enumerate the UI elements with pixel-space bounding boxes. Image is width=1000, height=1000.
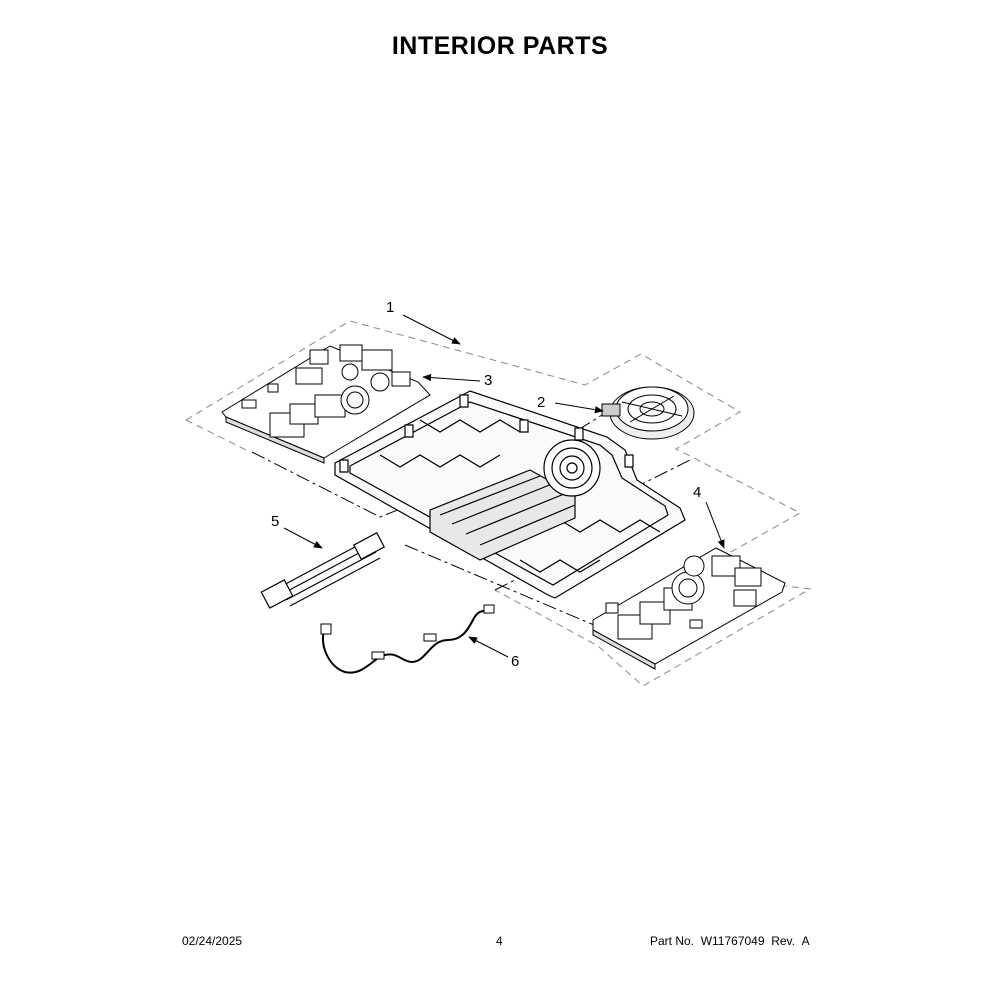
callout-label-1: 1 [386, 299, 395, 316]
callout-arrow-2 [555, 403, 604, 414]
part-6-wire-harness [321, 605, 494, 673]
footer-date: 02/24/2025 [182, 934, 243, 948]
callout-arrow-6 [468, 637, 508, 657]
callout-arrow-5 [284, 528, 323, 548]
part-1-base-frame [335, 391, 685, 598]
callout-label-6: 6 [511, 653, 520, 670]
callout-arrow-3 [422, 373, 480, 381]
callout-label-4: 4 [693, 484, 702, 501]
callout-label-2: 2 [537, 394, 546, 411]
phantom-outline [186, 321, 810, 686]
footer-part-number: Part No. W11767049 Rev. A [650, 934, 810, 948]
footer-page-number: 4 [496, 934, 503, 948]
part-2-induction-coil [602, 387, 694, 439]
part-3-control-board-left [222, 345, 430, 463]
callout-arrows [284, 315, 724, 657]
page-title: INTERIOR PARTS [391, 32, 609, 60]
footer-part-value: W11767049 [700, 934, 765, 948]
callout-arrow-1 [403, 315, 461, 344]
footer-rev-value: A [801, 934, 810, 948]
callout-label-3: 3 [484, 372, 493, 389]
callout-label-5: 5 [271, 513, 280, 530]
part-5-ribbon-harness [261, 533, 384, 608]
callout-arrow-4 [706, 502, 724, 549]
footer-part-label: Part No. [650, 934, 695, 948]
footer-rev-label: Rev. [771, 934, 795, 948]
part-4-control-board-right [593, 548, 785, 669]
